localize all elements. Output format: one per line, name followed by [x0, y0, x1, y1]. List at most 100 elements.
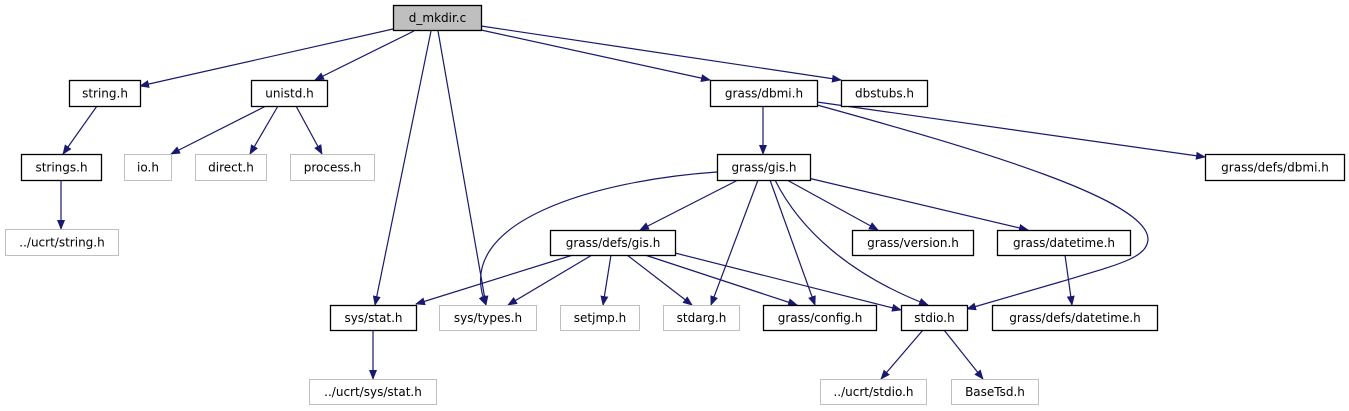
edge-grass-dbmi-h-to-grass-defs-dbmi-h	[816, 101, 1206, 160]
node-sys-types-h: sys/types.h	[439, 305, 537, 331]
node-grass-defs-dbmi-h[interactable]: grass/defs/dbmi.h	[1204, 153, 1346, 182]
node-string-h[interactable]: string.h	[68, 79, 142, 108]
node-setjmp-h: setjmp.h	[560, 305, 640, 331]
nodes-layer: d_mkdir.c string.h unistd.h grass/dbmi.h dbs…	[5, 4, 1346, 405]
node-box	[20, 153, 103, 182]
node-label: grass/defs/dbmi.h	[1221, 161, 1329, 175]
node-box	[560, 305, 640, 331]
node-ucrt-sys-stat-h: ../ucrt/sys/stat.h	[309, 379, 437, 405]
node-stdio-h[interactable]: stdio.h	[900, 304, 969, 332]
edge-grass-defs-gis-h-to-stdarg-h	[626, 254, 693, 306]
node-unistd-h[interactable]: unistd.h	[250, 79, 329, 108]
node-ucrt-stdio-h: ../ucrt/stdio.h	[820, 379, 927, 405]
edge-grass-gis-h-to-stdarg-h	[710, 179, 759, 306]
node-direct-h: direct.h	[195, 154, 267, 181]
edge-string-h-to-strings-h	[62, 105, 98, 155]
edge-unistd-h-to-process-h	[295, 105, 323, 155]
node-box	[663, 305, 740, 331]
node-ucrt-string-h: ../ucrt/string.h	[5, 229, 119, 256]
edge-grass-datetime-h-to-grass-defs-datetime-h	[1064, 254, 1075, 306]
node-box	[5, 229, 119, 256]
edge-grass-gis-h-to-grass-version-h	[786, 179, 879, 231]
node-box	[309, 379, 437, 405]
node-grass-dbmi-h[interactable]: grass/dbmi.h	[709, 79, 819, 108]
node-label: d_mkdir.c	[409, 11, 466, 25]
edge-unistd-h-to-io-h	[170, 105, 267, 155]
node-box	[329, 304, 418, 332]
node-grass-datetime-h[interactable]: grass/datetime.h	[996, 229, 1132, 257]
node-box	[900, 304, 969, 332]
node-process-h: process.h	[290, 154, 375, 181]
node-label: sys/stat.h	[344, 311, 402, 325]
node-label: ../ucrt/sys/stat.h	[324, 385, 422, 399]
edge-grass-gis-h-to-grass-defs-gis-h	[639, 179, 739, 231]
node-label: strings.h	[35, 161, 87, 175]
node-label: process.h	[304, 161, 362, 175]
node-box	[820, 379, 927, 405]
edge-d-mkdir-c-to-dbstubs-h	[480, 25, 842, 83]
node-box	[124, 154, 172, 181]
node-label: grass/config.h	[778, 311, 863, 325]
node-box	[549, 229, 677, 257]
node-basetsd-h: BaseTsd.h	[951, 379, 1039, 405]
node-label: BaseTsd.h	[965, 385, 1025, 399]
edge-d-mkdir-c-to-unistd-h	[314, 30, 415, 81]
node-label: grass/defs/gis.h	[566, 236, 661, 250]
node-box	[716, 153, 812, 182]
node-box	[709, 79, 819, 108]
node-strings-h[interactable]: strings.h	[20, 153, 103, 182]
node-d-mkdir-c[interactable]: d_mkdir.c	[392, 4, 483, 32]
node-box	[991, 304, 1159, 332]
node-box	[392, 4, 483, 32]
node-box	[290, 154, 375, 181]
node-sys-stat-h[interactable]: sys/stat.h	[329, 304, 418, 332]
edge-grass-gis-h-to-grass-config-h	[769, 179, 816, 306]
edge-grass-gis-h-to-sys-types-h	[478, 171, 718, 306]
edge-grass-defs-gis-h-to-sys-stat-h	[415, 254, 574, 306]
node-label: setjmp.h	[574, 311, 626, 325]
node-stdarg-h: stdarg.h	[663, 305, 740, 331]
node-label: ../ucrt/string.h	[19, 236, 104, 250]
edge-grass-dbmi-h-to-stdio-h	[816, 104, 1149, 311]
node-grass-defs-datetime-h[interactable]: grass/defs/datetime.h	[991, 304, 1159, 332]
node-label: stdarg.h	[677, 311, 727, 325]
node-label: grass/defs/datetime.h	[1009, 311, 1141, 325]
edge-grass-defs-gis-h-to-sys-types-h	[507, 254, 593, 306]
node-box	[840, 79, 929, 108]
edge-grass-gis-h-to-stdio-h	[774, 179, 929, 306]
node-box	[1204, 153, 1346, 182]
node-io-h: io.h	[124, 154, 172, 181]
node-box	[195, 154, 267, 181]
node-label: stdio.h	[914, 311, 954, 325]
node-label: unistd.h	[265, 87, 314, 101]
node-box	[996, 229, 1132, 257]
node-label: dbstubs.h	[855, 87, 914, 101]
node-label: grass/version.h	[867, 236, 959, 250]
edge-grass-defs-gis-h-to-setjmp-h	[600, 254, 612, 306]
edge-d-mkdir-c-to-sys-stat-h	[372, 30, 432, 306]
node-box	[762, 304, 878, 332]
node-label: sys/types.h	[454, 311, 522, 325]
node-box	[851, 229, 975, 257]
node-label: string.h	[82, 87, 128, 101]
node-label: ../ucrt/stdio.h	[833, 385, 913, 399]
node-label: grass/datetime.h	[1013, 236, 1115, 250]
edge-grass-gis-h-to-grass-datetime-h	[807, 177, 1029, 232]
edges-layer	[57, 25, 1206, 380]
node-grass-defs-gis-h[interactable]: grass/defs/gis.h	[549, 229, 677, 257]
edge-d-mkdir-c-to-string-h	[139, 28, 394, 88]
node-grass-gis-h[interactable]: grass/gis.h	[716, 153, 812, 182]
node-grass-config-h[interactable]: grass/config.h	[762, 304, 878, 332]
node-box	[250, 79, 329, 108]
edge-grass-defs-gis-h-to-grass-config-h	[644, 254, 798, 306]
node-label: grass/dbmi.h	[725, 87, 803, 101]
node-box	[439, 305, 537, 331]
edge-stdio-h-to-basetsd-h	[943, 329, 984, 380]
edge-grass-defs-gis-h-to-stdio-h	[674, 252, 902, 312]
node-dbstubs-h[interactable]: dbstubs.h	[840, 79, 929, 108]
node-grass-version-h[interactable]: grass/version.h	[851, 229, 975, 257]
edge-unistd-h-to-direct-h	[249, 105, 279, 155]
node-label: direct.h	[208, 161, 254, 175]
node-label: io.h	[137, 161, 159, 175]
